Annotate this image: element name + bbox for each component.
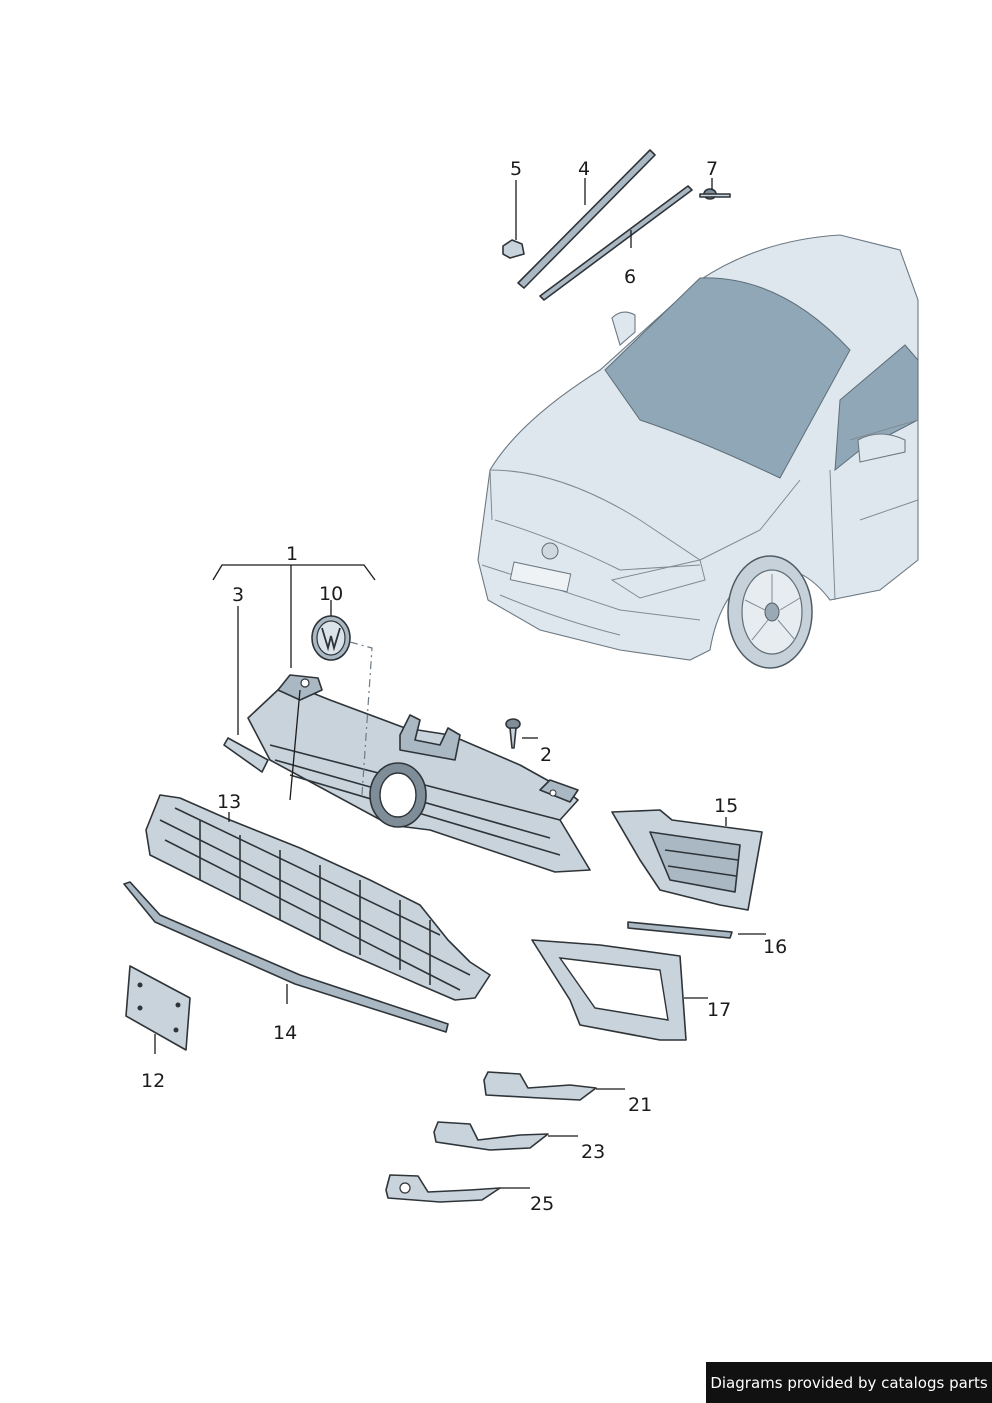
callout-10: 10	[319, 583, 343, 605]
leader-lines	[154, 178, 766, 1189]
part-6-seal-strip	[539, 185, 693, 301]
part-3-strip	[223, 737, 269, 773]
callout-4: 4	[578, 158, 590, 180]
part-14-trim-strip	[123, 881, 449, 1033]
callouts: 1 2 3 4 5 6 7 10 12 13 14 15 16 17 21 23…	[141, 158, 787, 1215]
callout-1: 1	[286, 543, 298, 565]
callout-5: 5	[510, 158, 522, 180]
part-23-trim	[433, 1121, 549, 1151]
credit-text: Diagrams provided by catalogs parts	[710, 1373, 988, 1392]
part-5-clip	[502, 239, 525, 259]
callout-21: 21	[628, 1094, 652, 1116]
part-16-strip	[627, 921, 733, 939]
callout-17: 17	[707, 999, 731, 1021]
callout-25: 25	[530, 1193, 554, 1215]
callout-14: 14	[273, 1022, 297, 1044]
callout-23: 23	[581, 1141, 605, 1163]
credit-banner: Diagrams provided by catalogs parts	[706, 1362, 992, 1403]
callout-12: 12	[141, 1070, 165, 1092]
callout-13: 13	[217, 791, 241, 813]
reference-car	[477, 234, 919, 669]
part-17-fog-frame	[531, 939, 687, 1041]
callout-6: 6	[624, 266, 636, 288]
part-12-plate-bracket	[125, 965, 191, 1051]
callout-16: 16	[763, 936, 787, 958]
part-1-radiator-grille	[247, 674, 591, 873]
part-15-grille-insert	[611, 809, 763, 911]
part-4-trim-strip	[517, 149, 656, 289]
callout-15: 15	[714, 795, 738, 817]
callout-2: 2	[540, 744, 552, 766]
callout-3: 3	[232, 584, 244, 606]
part-7-rivet	[699, 188, 731, 200]
part-21-trim	[483, 1071, 597, 1101]
part-25-trim	[385, 1174, 501, 1203]
part-13-lower-grille	[145, 794, 491, 1001]
callout-7: 7	[706, 158, 718, 180]
part-2-screw	[505, 718, 521, 749]
